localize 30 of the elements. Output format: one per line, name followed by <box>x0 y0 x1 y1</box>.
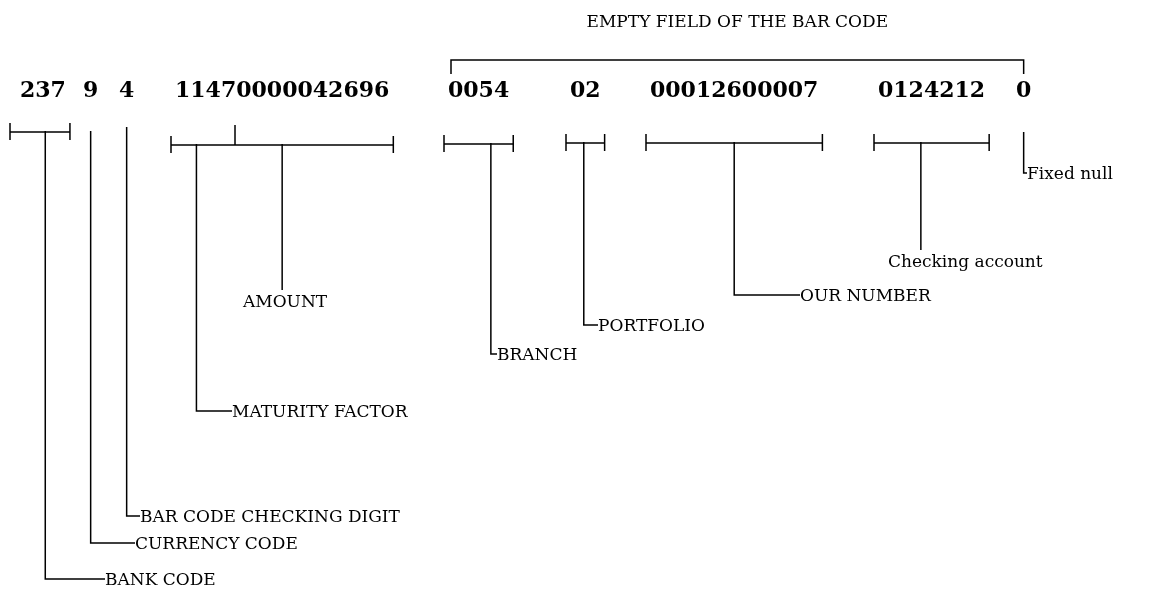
field-label: Fixed null <box>1027 162 1113 184</box>
bracket-label: EMPTY FIELD OF THE BAR CODE <box>586 10 889 32</box>
field-label: OUR NUMBER <box>800 284 931 306</box>
code-digits: 0124212 <box>878 76 986 143</box>
code-digits: 0 <box>1016 76 1032 133</box>
code-digits: 11470000042696 <box>175 76 390 145</box>
field-label: BRANCH <box>497 343 578 365</box>
field-label: BANK CODE <box>105 568 216 590</box>
field-label: CURRENCY CODE <box>135 532 298 554</box>
field-label: PORTFOLIO <box>598 314 705 336</box>
leader-line <box>125 126 141 517</box>
field-label: AMOUNT <box>243 290 328 312</box>
leader-line <box>195 143 233 412</box>
code-digits: 9 <box>83 76 99 132</box>
leader-line <box>89 130 136 544</box>
code-digits: 237 <box>20 76 66 132</box>
code-digits: 0054 <box>448 76 510 144</box>
leader-line <box>1022 131 1028 174</box>
code-digits: 00012600007 <box>650 76 819 143</box>
leader-line <box>44 130 106 580</box>
leader-line <box>583 141 599 326</box>
leader-line <box>490 142 498 355</box>
field-label: MATURITY FACTOR <box>232 400 408 422</box>
leader-line <box>920 141 922 251</box>
field-label: Checking account <box>888 250 1043 272</box>
leader-line <box>733 141 801 296</box>
code-digits: 4 <box>119 76 135 128</box>
field-label: BAR CODE CHECKING DIGIT <box>140 505 400 527</box>
leader-line <box>281 143 283 291</box>
code-digits: 02 <box>570 76 601 143</box>
